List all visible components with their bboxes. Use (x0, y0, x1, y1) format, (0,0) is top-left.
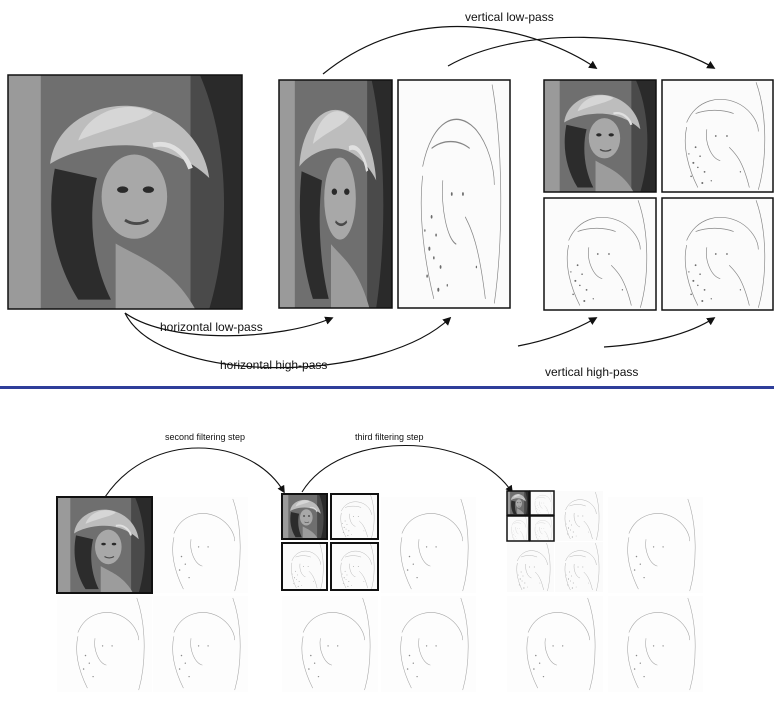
second-filtering-step-arrow (104, 447, 285, 498)
separator-line (0, 386, 774, 389)
level-2-decomposition (281, 493, 476, 692)
horizontal-high-pass-label: horizontal high-pass (220, 358, 327, 372)
lh-subband (543, 197, 657, 311)
top-panel: vertical low-pass horizontal low-pass ho… (7, 10, 774, 379)
level-1-decomposition (56, 496, 248, 692)
horizontal-low-pass-image (278, 79, 393, 309)
horizontal-low-pass-label: horizontal low-pass (160, 320, 263, 334)
hl-subband (661, 79, 774, 193)
vertical-low-pass-label: vertical low-pass (465, 10, 554, 24)
second-filtering-step-label: second filtering step (165, 432, 245, 442)
ll-subband (543, 79, 657, 193)
horizontal-high-pass-image (397, 79, 511, 309)
vertical-low-pass-arrow-2 (447, 36, 716, 69)
vertical-high-pass-arrow-1 (517, 317, 598, 347)
vertical-low-pass-arrow-1 (322, 25, 598, 75)
hh-subband (661, 197, 774, 311)
horizontal-high-pass-arrow (124, 312, 452, 369)
bottom-panel: second filtering step third filtering st… (56, 432, 703, 692)
original-image (7, 74, 243, 310)
level-3-decomposition (506, 490, 703, 692)
vertical-high-pass-label: vertical high-pass (545, 365, 638, 379)
horizontal-low-pass-arrow (124, 312, 334, 337)
vertical-high-pass-arrow-2 (603, 317, 716, 348)
third-filtering-step-arrow (301, 445, 513, 494)
third-filtering-step-label: third filtering step (355, 432, 424, 442)
